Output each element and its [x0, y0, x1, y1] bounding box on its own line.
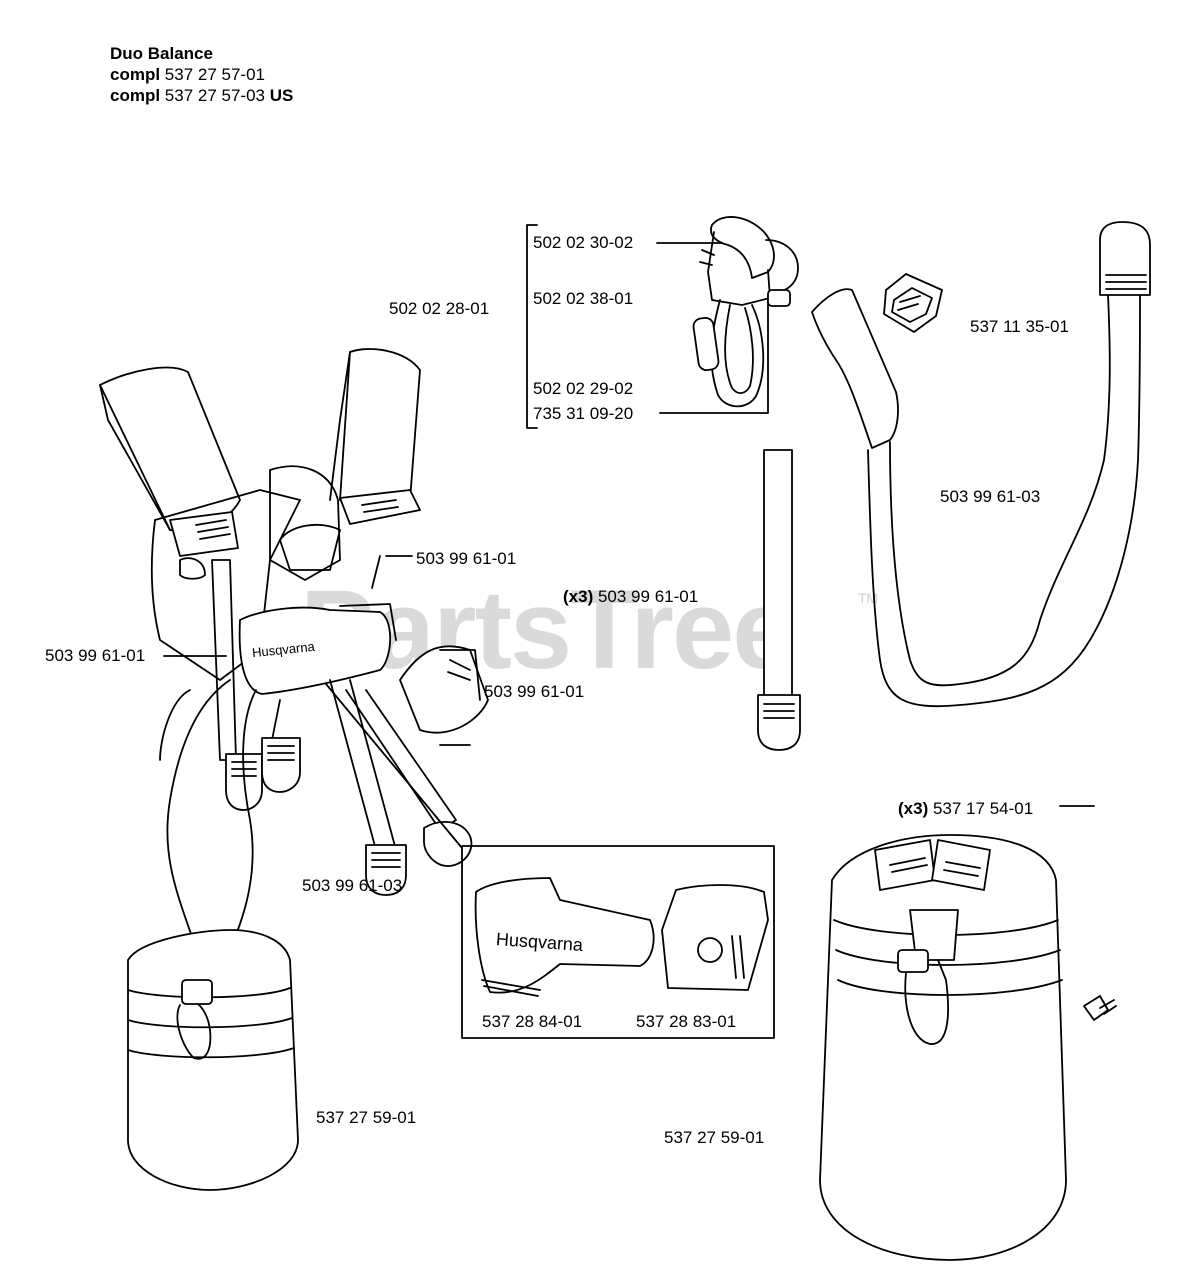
- us-suffix: US: [269, 86, 294, 105]
- part-label: 537 28 84-01: [482, 1012, 583, 1031]
- part-label: 503 99 61-01: [484, 682, 585, 701]
- part-label: 537 27 59-01: [316, 1108, 417, 1127]
- left-bag: [127, 929, 299, 1191]
- buckle-piece: [883, 273, 943, 333]
- curved-back-strap: [811, 221, 1151, 708]
- part-qty: (x3): [898, 799, 929, 818]
- diagram-header: Duo Balance compl 537 27 57-01 compl 537…: [110, 43, 293, 106]
- part-label: 502 02 30-02: [533, 233, 634, 252]
- model-title: Duo Balance: [110, 44, 213, 63]
- part-label-qty: (x3) 537 17 54-01: [898, 799, 1033, 819]
- part-label: 502 02 29-02: [533, 379, 634, 398]
- part-label: 537 28 83-01: [636, 1012, 737, 1031]
- part-label: 503 99 61-01: [45, 646, 146, 665]
- part-label: 735 31 09-20: [533, 404, 634, 423]
- right-bag: [819, 834, 1117, 1261]
- straight-strap: [757, 449, 801, 751]
- part-label: 503 99 61-01: [416, 549, 517, 568]
- complete-kit-line-1: compl 537 27 57-01: [110, 64, 293, 85]
- harness-shoulder-straps: [99, 348, 489, 1001]
- inset-right-pad: [661, 884, 769, 991]
- leader-735-31-09-20: [659, 299, 769, 414]
- complete-kit-number-1: 537 27 57-01: [164, 65, 265, 84]
- complete-kit-number-2: 537 27 57-03: [164, 86, 265, 105]
- compl-prefix: compl: [110, 65, 161, 84]
- part-label: 502 02 28-01: [389, 299, 490, 318]
- snap-hook-assembly: [692, 216, 799, 408]
- inset-left-pad: [474, 877, 655, 997]
- part-label: 503 99 61-03: [940, 487, 1041, 506]
- part-label: 537 11 35-01: [970, 317, 1069, 336]
- leader-inset: [325, 683, 463, 849]
- part-number: 537 17 54-01: [932, 799, 1034, 818]
- part-number: 503 99 61-01: [597, 587, 699, 606]
- complete-kit-line-2: compl 537 27 57-03 US: [110, 85, 293, 106]
- part-label: 502 02 38-01: [533, 289, 634, 308]
- leader-strap-top: [371, 555, 381, 589]
- part-qty: (x3): [563, 587, 594, 606]
- inset-box: [461, 845, 775, 1039]
- compl-prefix: compl: [110, 86, 161, 105]
- part-label: 503 99 61-03: [302, 876, 403, 895]
- part-label-qty: (x3) 503 99 61-01: [563, 587, 698, 607]
- group-bracket: [526, 224, 538, 429]
- part-label: 537 27 59-01: [664, 1128, 765, 1147]
